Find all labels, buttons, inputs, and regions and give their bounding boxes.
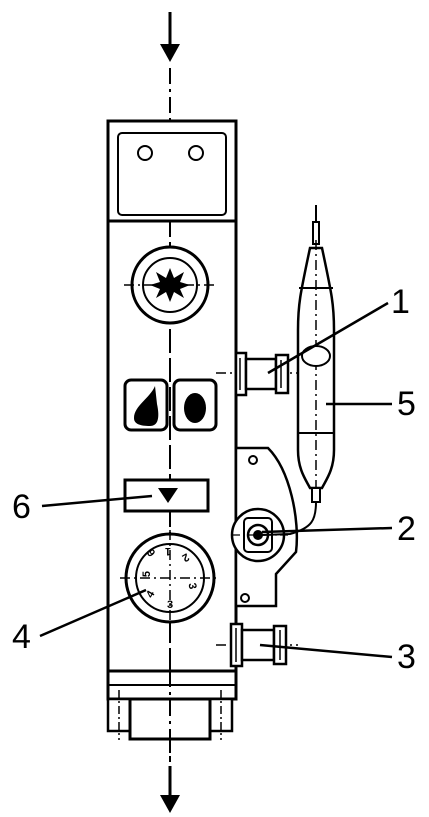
solid-dot-icon <box>184 393 206 423</box>
dial-number: 3 <box>186 582 199 590</box>
dial-number: 3 <box>167 599 173 611</box>
bottom-coupling <box>106 669 238 762</box>
leader-lines <box>39 301 393 659</box>
mounting-hole <box>137 145 153 161</box>
burst-indicator <box>124 245 216 325</box>
inlet-arrow-icon <box>160 12 180 62</box>
dial-number: 5 <box>141 571 153 577</box>
lower-side-fitting <box>216 622 298 668</box>
outlet-arrow-icon <box>160 766 180 813</box>
gauge-bracket <box>230 446 299 608</box>
dial-number: 1 <box>165 545 171 557</box>
callout-6: 6 <box>12 488 31 526</box>
leader-line-6 <box>41 494 153 508</box>
glass-tube <box>261 205 336 536</box>
callout-5: 5 <box>397 385 416 423</box>
upper-side-fitting <box>216 351 298 397</box>
flow-indicator-window <box>123 478 210 513</box>
leader-line-3 <box>259 643 393 659</box>
leader-line-4 <box>39 588 147 638</box>
drop-symbol-tile <box>123 378 169 432</box>
leader-line-2 <box>261 526 393 534</box>
top-head-block <box>106 119 238 223</box>
callout-1: 1 <box>391 283 410 321</box>
mounting-hole <box>188 145 204 161</box>
dial-number: 2 <box>180 550 191 563</box>
drop-icon <box>134 386 159 426</box>
star-burst-icon <box>150 268 190 302</box>
dot-symbol-tile <box>172 378 218 432</box>
leader-line-1 <box>267 301 389 375</box>
callout-4: 4 <box>12 618 31 656</box>
adjustment-dial: 1 2 3 4 5 6 3 <box>120 530 220 626</box>
triangle-down-icon <box>158 488 178 503</box>
callout-2: 2 <box>397 510 416 548</box>
callout-3: 3 <box>397 638 416 676</box>
